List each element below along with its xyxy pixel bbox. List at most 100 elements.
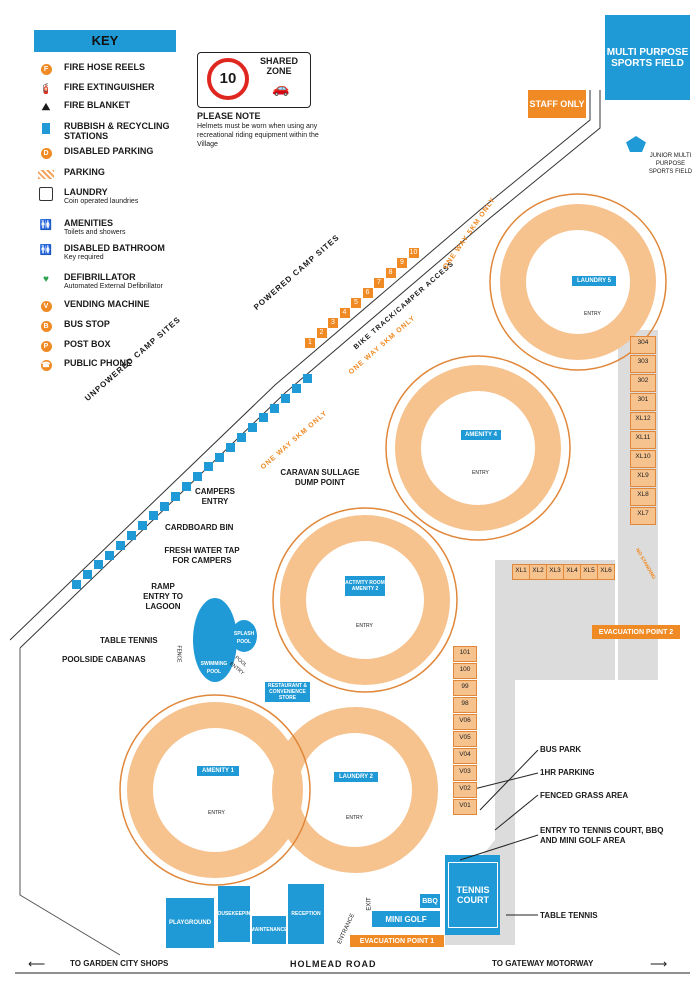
arrow-left-icon: ⟵ <box>28 957 46 971</box>
unpowered-site <box>94 560 103 570</box>
junior-field-label: JUNIOR MULTI PURPOSE SPORTS FIELD <box>648 153 693 175</box>
key-item-label: DISABLED BATHROOM <box>64 243 165 253</box>
v-column-site: 101 <box>453 646 477 662</box>
powered-site: 9 <box>397 258 407 268</box>
tennis-court-label: TENNIS COURT <box>448 862 498 928</box>
reception-box: RECEPTION <box>288 884 324 944</box>
powered-site: 1 <box>305 338 315 348</box>
cardboard-bin-label: CARDBOARD BIN <box>165 523 234 532</box>
mini-golf-box: MINI GOLF <box>372 911 440 927</box>
bbq-box: BBQ <box>420 894 440 908</box>
amenities-icon: 🚻 <box>39 219 53 231</box>
fence-label: FENCE <box>175 645 182 663</box>
laundry-5-box: LAUNDRY 5 <box>572 276 616 286</box>
amenity-1-box: AMENITY 1 <box>197 766 239 776</box>
key-item-label: PARKING <box>64 167 105 177</box>
powered-site: 10 <box>408 248 419 258</box>
laundry-icon <box>38 187 54 201</box>
key-item: PARKING <box>38 167 179 181</box>
v-column-site: V06 <box>453 714 477 730</box>
key-item-label: AMENITIES <box>64 218 114 228</box>
v-column-site: V05 <box>453 731 477 747</box>
notice-text: Helmets must be worn when using any recr… <box>197 123 319 148</box>
key-item-sub: Key required <box>64 254 104 261</box>
key-item-label: FIRE HOSE REELS <box>64 62 146 72</box>
key-item-sub: Coin operated laundries <box>64 198 139 205</box>
campers-entry-label: CAMPERS ENTRY <box>194 487 235 506</box>
unpowered-site <box>237 433 246 442</box>
powered-site: 2 <box>316 328 327 338</box>
unpowered-site <box>105 550 114 560</box>
xl-column-site: 303 <box>630 355 656 373</box>
key-item-label: POST BOX <box>64 339 111 349</box>
key-item-label: RUBBISH & RECYCLING STATIONS <box>64 121 170 141</box>
key-item: F FIRE HOSE REELS <box>38 62 179 76</box>
defibrillator-icon: ♥ <box>43 273 49 285</box>
unpowered-site <box>138 521 147 531</box>
key-item-label: VENDING MACHINE <box>64 299 150 309</box>
key-item-label: FIRE EXTINGUISHER <box>64 82 155 92</box>
housekeeping-box: HOUSEKEEPING <box>214 886 254 942</box>
fenced-grass-label: FENCED GRASS AREA <box>540 791 629 800</box>
entry-label-amenity-1: ENTRY <box>208 810 225 816</box>
entry-label-laundry-2: ENTRY <box>346 815 363 821</box>
key-item-label: DISABLED PARKING <box>64 146 154 156</box>
swimming-pool-shape <box>193 598 237 682</box>
laundry-2-box: LAUNDRY 2 <box>334 772 378 782</box>
shared-zone-sign <box>197 52 311 108</box>
disabled-parking-icon: D <box>38 146 54 160</box>
unpowered-site <box>281 393 290 403</box>
speed-limit-icon: 10 <box>207 58 249 100</box>
notice-heading: PLEASE NOTE <box>197 111 261 121</box>
car-icon: 🚗 <box>272 80 290 96</box>
unpowered-site <box>171 491 180 501</box>
playground-box: PLAYGROUND <box>166 898 214 948</box>
table-tennis-right-label: TABLE TENNIS <box>540 911 598 920</box>
xl-column-site: 302 <box>630 374 656 392</box>
key-item-sub: Automated External Defibrillator <box>64 283 163 290</box>
unpowered-site <box>72 580 81 589</box>
exit-label: EXIT <box>366 897 373 911</box>
xl-column-site: XL9 <box>630 469 656 487</box>
multi-purpose-field: MULTI PURPOSE SPORTS FIELD <box>605 15 690 100</box>
v-column-site: V01 <box>453 799 477 815</box>
table-tennis-left-label: TABLE TENNIS <box>100 636 158 645</box>
unpowered-site <box>270 403 279 413</box>
xl-column-site: XL7 <box>630 507 656 525</box>
powered-site: 3 <box>328 318 338 328</box>
unpowered-site <box>204 462 213 472</box>
key-item-label: FIRE BLANKET <box>64 100 130 110</box>
unpowered-site <box>292 384 301 393</box>
fire-hose-reel-icon: F <box>38 62 54 76</box>
callout-lines <box>459 750 539 916</box>
fresh-water-label: FRESH WATER TAP FOR CAMPERS <box>164 546 240 565</box>
tennis-court-area <box>445 855 500 935</box>
caravan-dump-label: CARAVAN SULLAGE DUMP POINT <box>280 468 360 487</box>
unpowered-site <box>193 472 202 482</box>
powered-site: 7 <box>374 278 384 288</box>
key-item-label: DEFIBRILLATOR <box>64 272 136 282</box>
poolside-cabanas-label: POOLSIDE CABANAS <box>62 655 146 664</box>
v-column-site: 100 <box>453 663 477 679</box>
xl-site: XL6 <box>597 564 615 580</box>
v-column-site: V04 <box>453 748 477 764</box>
unpowered-site <box>226 442 235 452</box>
splash-pool-label: SPLASH POOL <box>233 631 255 645</box>
key-item-label: PUBLIC PHONE <box>64 358 133 368</box>
unpowered-site <box>303 374 312 384</box>
road-left-label: TO GARDEN CITY SHOPS <box>70 959 169 968</box>
road-right-label: TO GATEWAY MOTORWAY <box>492 959 594 968</box>
powered-site: 5 <box>351 298 361 308</box>
key-item: RUBBISH & RECYCLING STATIONS <box>38 121 179 141</box>
unpowered-site <box>182 482 191 491</box>
xl-column-site: XL8 <box>630 488 656 506</box>
splash-pool-shape <box>231 620 257 652</box>
arrow-right-icon: ⟶ <box>650 957 668 971</box>
rubbish-bin-icon <box>38 121 54 135</box>
